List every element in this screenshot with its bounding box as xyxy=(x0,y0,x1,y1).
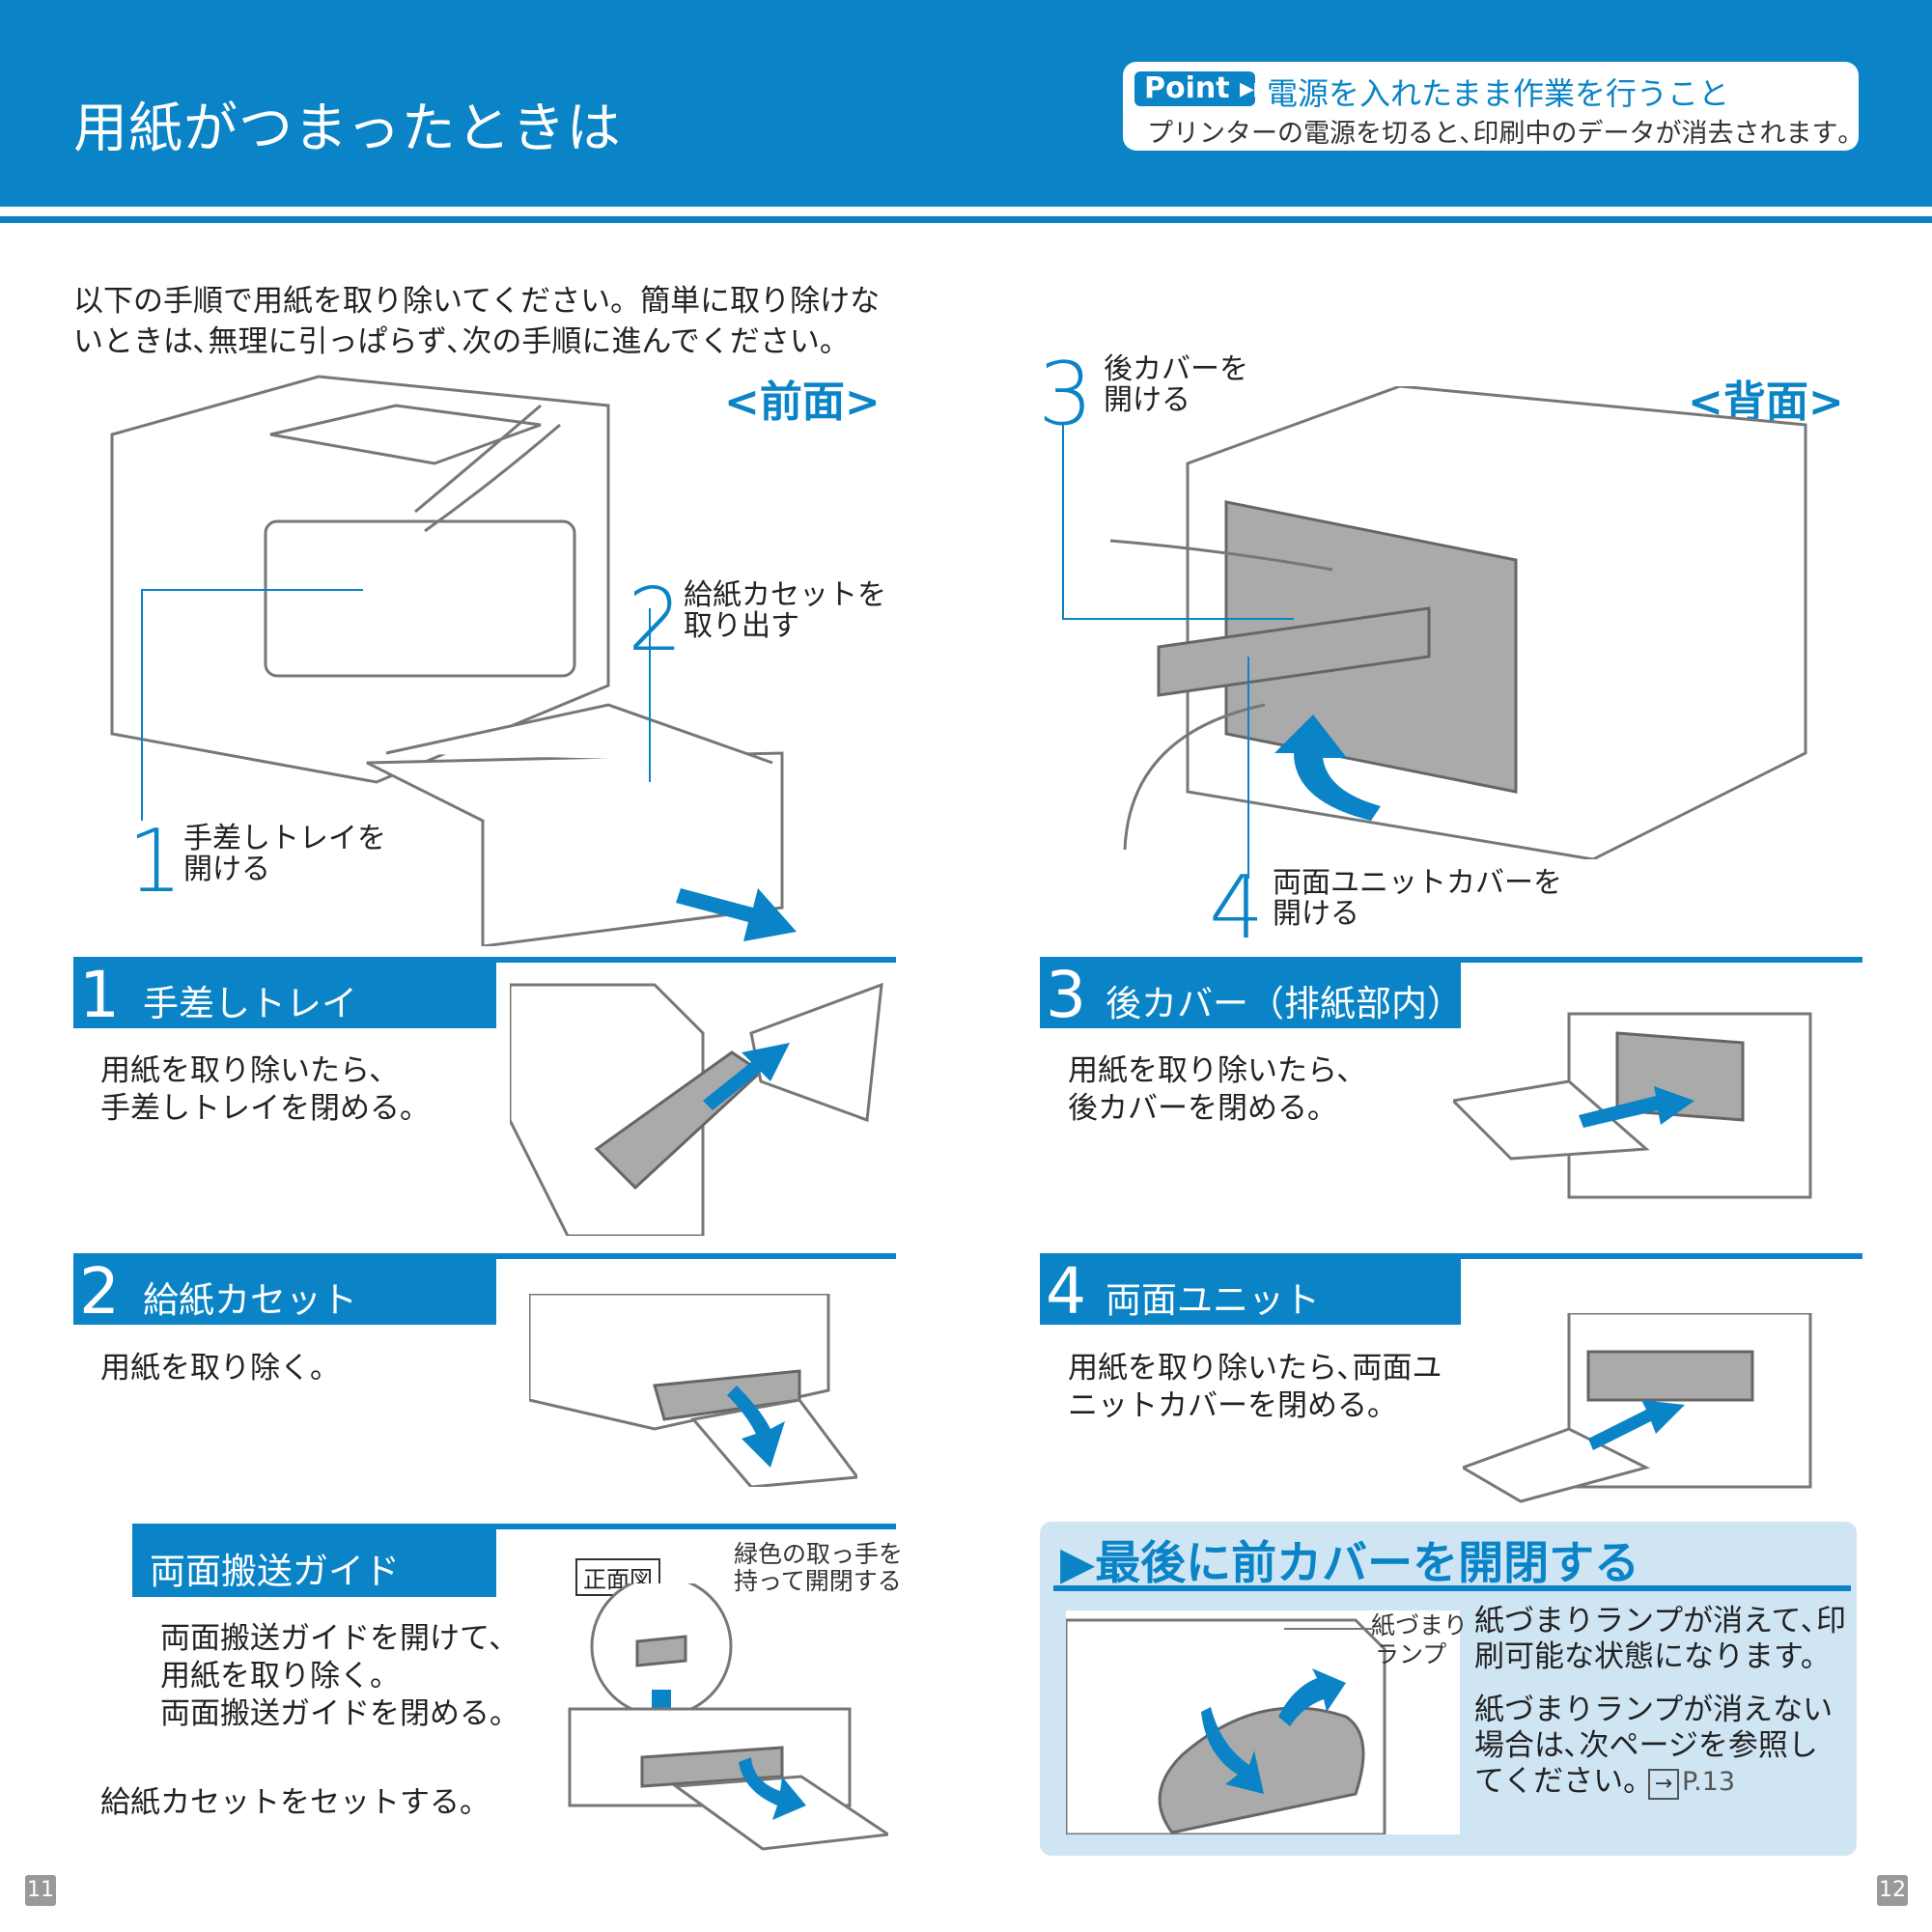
callout3-line2: 開ける xyxy=(1104,383,1190,417)
final-step-title: ▶最後に前カバーを開閉する xyxy=(1060,1537,1640,1590)
section4-title: 両面ユニット xyxy=(1106,1279,1320,1321)
lamp-leader xyxy=(1284,1628,1373,1630)
section1-number: 1 xyxy=(79,958,120,1032)
section3-rule xyxy=(1040,957,1862,963)
duplex-unit-illustration xyxy=(1463,1313,1812,1503)
callout2-line1: 給紙カセットを xyxy=(684,578,886,612)
callout1-line2: 開ける xyxy=(183,853,270,886)
callout1-leader-v xyxy=(141,589,143,821)
cassette-set-text: 給紙カセットをセットする。 xyxy=(100,1785,490,1820)
callout1-leader-h xyxy=(141,589,363,591)
page-ref-link[interactable]: P.13 xyxy=(1682,1767,1736,1797)
header-rule xyxy=(0,216,1932,223)
page-ref-arrow-icon[interactable]: → xyxy=(1648,1769,1679,1800)
section2-title: 給紙カセット xyxy=(143,1279,357,1321)
callout2-line2: 取り出す xyxy=(684,609,799,643)
front-view-label: <前面> xyxy=(724,378,881,427)
section1-rule xyxy=(73,957,896,963)
final-text-1: 紙づまりランプが消えて､印 xyxy=(1474,1604,1847,1638)
section3-text-1: 用紙を取り除いたら､ xyxy=(1068,1053,1353,1088)
lamp-label-2: ランプ xyxy=(1375,1640,1447,1668)
section1-text-1: 用紙を取り除いたら､ xyxy=(100,1053,385,1088)
duplex-text-1: 両面搬送ガイドを開けて､ xyxy=(160,1621,505,1656)
rear-cover-illustration xyxy=(1453,1012,1812,1199)
section1-text-2: 手差しトレイを閉める。 xyxy=(100,1091,430,1126)
duplex-text-2: 用紙を取り除く。 xyxy=(160,1659,400,1694)
section4-text-2: ニットカバーを閉める。 xyxy=(1068,1388,1397,1423)
point-label: Point ▸▸ xyxy=(1144,71,1270,105)
callout3-leader-v xyxy=(1062,425,1064,618)
callout1-line1: 手差しトレイを xyxy=(183,822,386,855)
section2-rule xyxy=(73,1253,896,1259)
open-arrow-icon xyxy=(1274,714,1381,821)
page-number-left: 11 xyxy=(25,1875,56,1906)
green-handle-callout-2: 持って開閉する xyxy=(734,1567,902,1595)
callout4-number: 4 xyxy=(1209,857,1265,959)
front-cover-illustration xyxy=(1066,1618,1386,1834)
duplex-rule xyxy=(132,1524,896,1529)
callout2-leader xyxy=(649,608,651,782)
page-number-right: 12 xyxy=(1877,1875,1908,1906)
section3-tab: 3 後カバー（排紙部内） xyxy=(1040,958,1463,1032)
page-title: 用紙がつまったときは xyxy=(73,98,622,160)
section4-tab: 4 両面ユニット xyxy=(1040,1259,1461,1325)
final-text-4: 場合は､次ページを参照し xyxy=(1474,1728,1818,1763)
lamp-label-1: 紙づまり xyxy=(1371,1611,1469,1639)
section4-number: 4 xyxy=(1046,1254,1086,1329)
callout4-line2: 開ける xyxy=(1273,897,1359,931)
point-badge xyxy=(1134,71,1255,106)
final-text-2: 刷可能な状態になります。 xyxy=(1474,1639,1831,1674)
callout3-number: 3 xyxy=(1038,344,1094,445)
callout1-number: 1 xyxy=(127,811,183,912)
duplex-text-3: 両面搬送ガイドを閉める。 xyxy=(160,1696,519,1731)
section4-rule xyxy=(1040,1253,1862,1259)
section3-title: 後カバー（排紙部内） xyxy=(1106,983,1463,1024)
back-printer-illustration xyxy=(1110,386,1807,859)
callout4-line1: 両面ユニットカバーを xyxy=(1273,866,1562,900)
cassette-illustration xyxy=(529,1294,857,1487)
final-text-5: てください。 xyxy=(1474,1764,1654,1799)
final-step-rule xyxy=(1053,1585,1851,1591)
section2-number: 2 xyxy=(79,1254,120,1329)
duplex-guide-illustration xyxy=(568,1583,888,1851)
callout3-leader-h xyxy=(1062,618,1294,620)
final-text-3: 紙づまりランプが消えない xyxy=(1474,1693,1834,1727)
front-printer-illustration xyxy=(110,375,784,946)
section4-text-1: 用紙を取り除いたら､両面ユ xyxy=(1068,1351,1442,1386)
callout2-number: 2 xyxy=(628,570,684,671)
section2-text-1: 用紙を取り除く。 xyxy=(100,1351,340,1386)
duplex-tab: 両面搬送ガイド xyxy=(132,1529,496,1597)
green-handle-callout-1: 緑色の取っ手を xyxy=(734,1540,904,1568)
point-text: プリンターの電源を切ると､印刷中のデータが消去されます｡ xyxy=(1147,119,1851,149)
duplex-title: 両面搬送ガイド xyxy=(150,1551,400,1592)
section1-title: 手差しトレイ xyxy=(143,983,357,1024)
intro-line-1: 以下の手順で用紙を取り除いてください。簡単に取り除けな xyxy=(73,284,881,319)
section2-tab: 2 給紙カセット xyxy=(73,1259,496,1325)
section3-number: 3 xyxy=(1046,958,1086,1032)
pull-arrow-icon xyxy=(676,888,797,941)
section1-tab: 1 手差しトレイ xyxy=(73,963,496,1028)
point-title: 電源を入れたまま作業を行うこと xyxy=(1267,75,1730,112)
manual-tray-illustration xyxy=(510,982,883,1236)
callout4-leader xyxy=(1247,657,1249,879)
intro-line-2: いときは､無理に引っぱらず､次の手順に進んでください。 xyxy=(73,324,850,359)
callout3-line1: 後カバーを xyxy=(1104,352,1248,386)
section3-text-2: 後カバーを閉める。 xyxy=(1068,1091,1337,1126)
